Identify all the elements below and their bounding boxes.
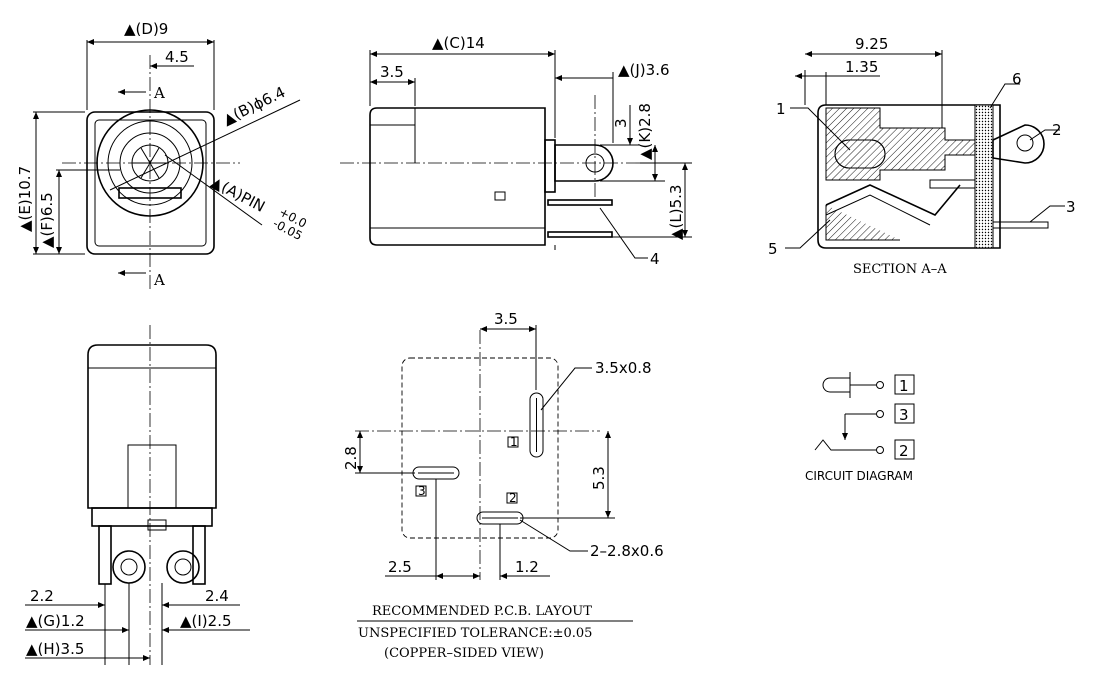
pcb-dim-2-5: 2.5 — [388, 558, 412, 576]
dim-2-4: 2.4 — [205, 587, 229, 605]
dim-h: ▲(H)3.5 — [26, 640, 84, 658]
pcb-pin-3: 3 — [418, 484, 426, 498]
circuit-diagram: 1 3 2 CIRCUIT DIAGRAM — [805, 372, 915, 483]
pcb-slot-1-size: 3.5x0.8 — [595, 359, 652, 377]
dim-i: ▲(I)2.5 — [180, 612, 232, 630]
callout-3: 3 — [1066, 198, 1076, 216]
front-view: ▲(D)9 4.5 A A ▲(B)ϕ6.4 ▲(A)PIN +0.0 -0.0… — [16, 20, 309, 290]
pcb-slot-23-size: 2–2.8x0.6 — [590, 542, 664, 560]
dim-g: ▲(G)1.2 — [26, 612, 85, 630]
pcb-dim-3-5: 3.5 — [494, 310, 518, 328]
section-caption: SECTION A–A — [853, 262, 947, 277]
section-mark-bottom: A — [153, 271, 165, 289]
bottom-view: 2.2 2.4 ▲(G)1.2 ▲(I)2.5 ▲(H)3.5 — [25, 325, 250, 665]
dim-2-2: 2.2 — [30, 587, 54, 605]
pcb-dim-5-3: 5.3 — [590, 466, 608, 490]
pcb-layout: 1 2 3 3.5 3.5x0.8 2.8 5.3 2–2.8x0.6 2.5 … — [342, 310, 664, 661]
dim-3-5: 3.5 — [380, 63, 404, 81]
dim-9-25: 9.25 — [855, 35, 888, 53]
dim-e: ▲(E)10.7 — [16, 166, 34, 232]
dim-l: ▲(L)5.3 — [667, 185, 685, 240]
dim-half-width: 4.5 — [165, 48, 189, 66]
circuit-pin-3: 3 — [899, 406, 909, 424]
dim-d: ▲(D)9 — [124, 20, 168, 38]
dim-k: ▲(K)2.8 — [636, 103, 654, 160]
dim-c: ▲(C)14 — [432, 34, 485, 52]
pcb-tolerance: UNSPECIFIED TOLERANCE:±0.05 — [358, 626, 592, 641]
dim-pin: ▲(A)PIN +0.0 -0.05 — [208, 173, 309, 244]
callout-4: 4 — [650, 250, 660, 268]
callout-5: 5 — [768, 240, 778, 258]
section-mark-top: A — [153, 84, 165, 102]
dim-f: ▲(F)6.5 — [38, 192, 56, 248]
dim-j: ▲(J)3.6 — [618, 61, 670, 79]
section-view: 9.25 1.35 1 2 3 5 6 SECTION A–A — [768, 35, 1076, 277]
dim-3: 3 — [612, 118, 630, 128]
pcb-view-note: (COPPER–SIDED VIEW) — [384, 646, 544, 661]
circuit-pin-2: 2 — [899, 442, 909, 460]
callout-6: 6 — [1012, 70, 1022, 88]
pcb-pin-2: 2 — [509, 491, 517, 505]
callout-2: 2 — [1052, 121, 1062, 139]
side-view: ▲(C)14 3.5 ▲(J)3.6 3 ▲(K)2.8 ▲(L)5.3 4 — [340, 34, 692, 268]
dim-1-35: 1.35 — [845, 58, 878, 76]
pcb-caption: RECOMMENDED P.C.B. LAYOUT — [372, 604, 592, 619]
callout-1: 1 — [776, 100, 786, 118]
pcb-dim-2-8: 2.8 — [342, 446, 360, 470]
dim-pin-label: ▲(A)PIN — [208, 173, 268, 216]
pcb-dim-1-2: 1.2 — [515, 558, 539, 576]
pcb-pin-1: 1 — [510, 435, 518, 449]
circuit-pin-1: 1 — [899, 377, 909, 395]
circuit-caption: CIRCUIT DIAGRAM — [805, 469, 913, 483]
